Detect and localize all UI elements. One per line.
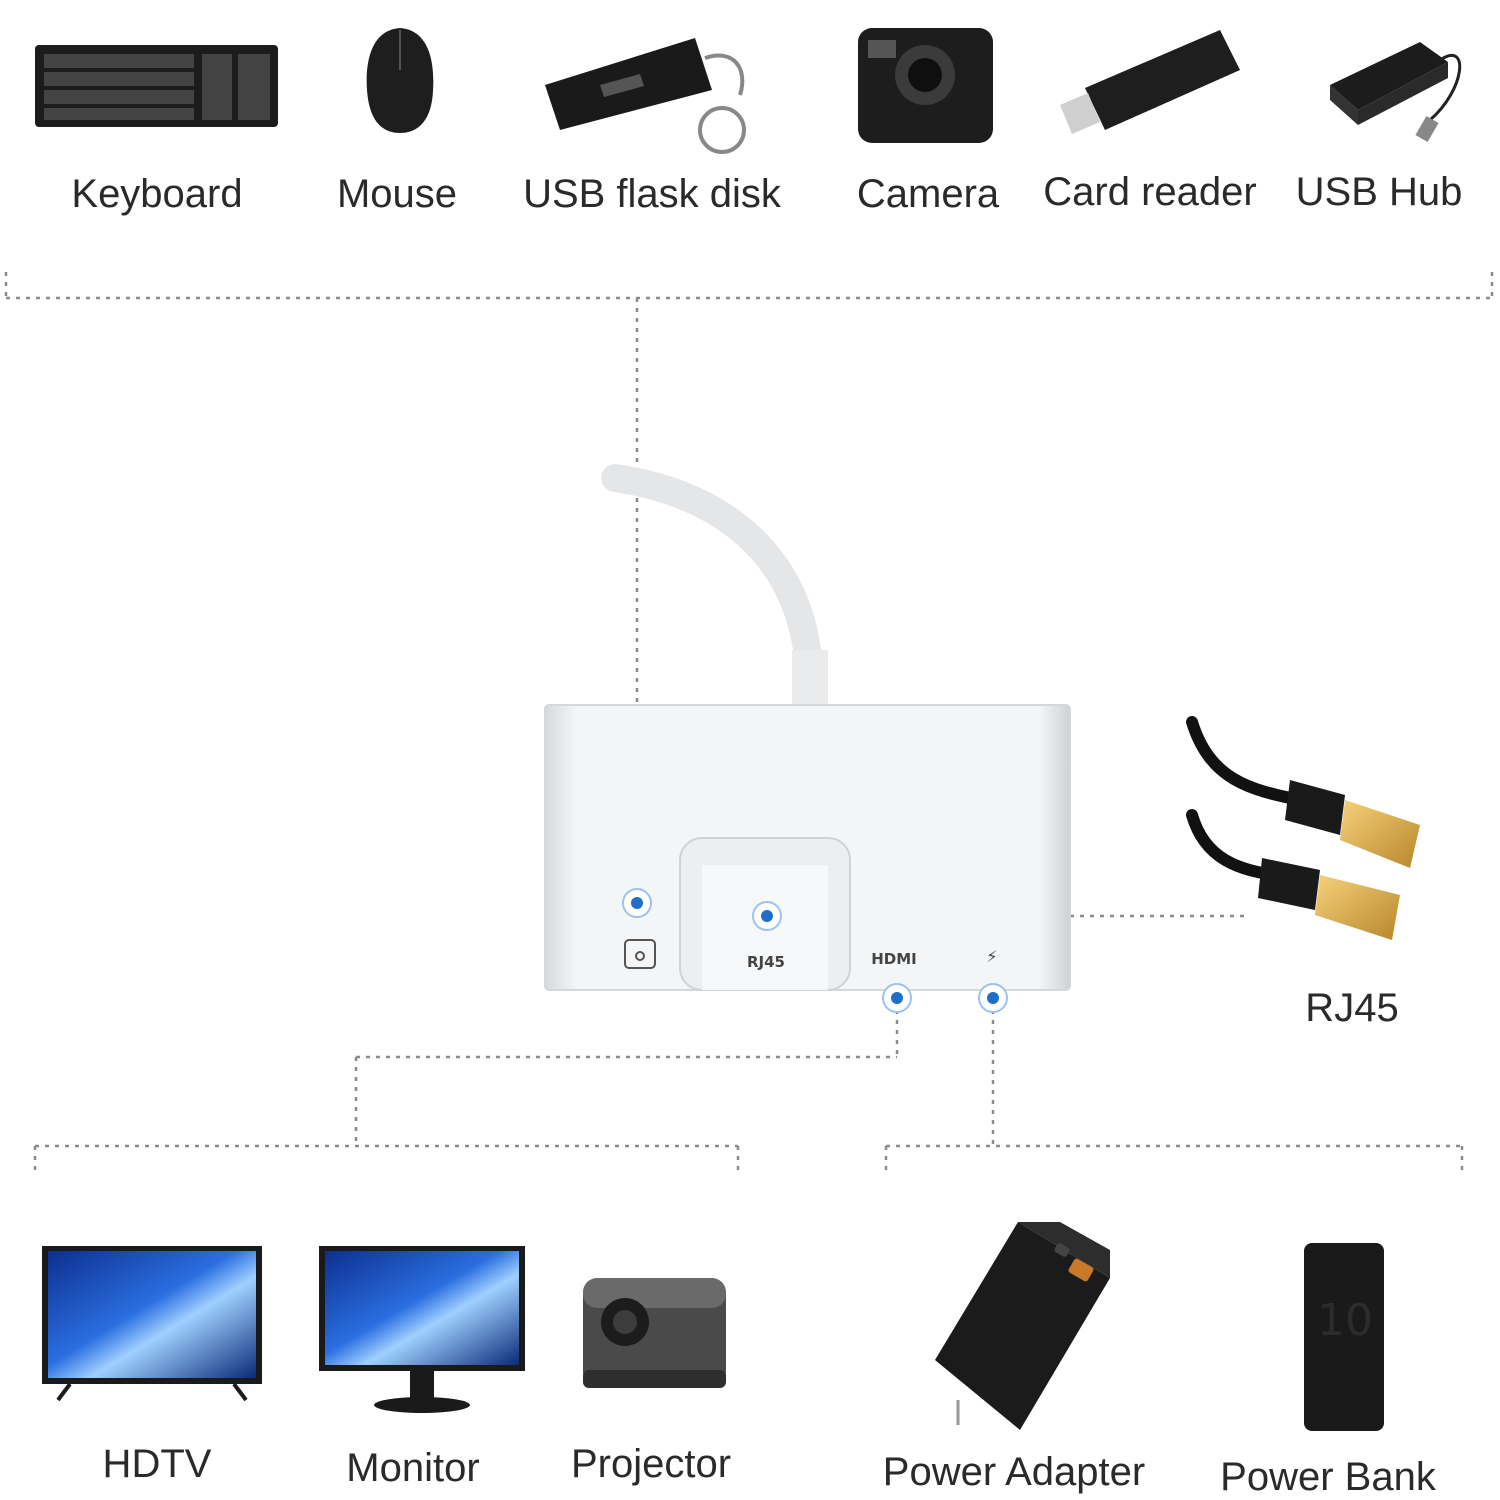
usb-port-icon xyxy=(624,939,656,969)
device-label-power-bank: Power Bank xyxy=(1220,1455,1436,1499)
device-label-monitor: Monitor xyxy=(346,1446,480,1490)
projector-icon xyxy=(583,1278,726,1388)
card-reader-icon xyxy=(1060,30,1240,134)
device-label-projector: Projector xyxy=(570,1442,732,1486)
port-label-hdmi: HDMI xyxy=(871,950,917,968)
power-bank-icon: 10 xyxy=(1304,1243,1384,1431)
device-label-usb-flash-disk: USB flask disk xyxy=(523,172,781,216)
device-label-hdtv: HDTV xyxy=(102,1442,212,1486)
device-label-keyboard: Keyboard xyxy=(71,172,243,216)
keyboard-icon xyxy=(35,45,278,127)
action-camera-icon xyxy=(858,28,993,143)
device-label-card-reader: Card reader xyxy=(1043,170,1257,214)
port-label-rj45: RJ45 xyxy=(746,953,786,971)
device-label-usb-hub: USB Hub xyxy=(1295,170,1463,214)
port-markers xyxy=(622,888,1008,1013)
power-adapter-icon xyxy=(935,1222,1110,1430)
ethernet-cable-icon xyxy=(1186,716,1420,940)
device-label-mouse: Mouse xyxy=(336,172,458,216)
monitor-icon xyxy=(319,1246,525,1413)
port-label-power: ⚡ xyxy=(986,947,998,966)
power-port-dot xyxy=(978,983,1008,1013)
usb-hub-icon xyxy=(1330,42,1462,143)
device-label-camera: Camera xyxy=(856,172,1000,216)
device-label-power-adapter: Power Adapter xyxy=(882,1450,1146,1494)
usb-port-dot xyxy=(622,888,652,918)
mouse-icon xyxy=(366,28,434,133)
rj45-port-dot xyxy=(752,901,782,931)
hdmi-port-dot xyxy=(882,983,912,1013)
svg-text:10: 10 xyxy=(1317,1295,1373,1346)
device-label-rj45: RJ45 xyxy=(1305,986,1399,1030)
usb-flash-drive-icon xyxy=(545,38,746,154)
adapter-hub xyxy=(544,464,1071,991)
tv-icon xyxy=(42,1246,262,1402)
